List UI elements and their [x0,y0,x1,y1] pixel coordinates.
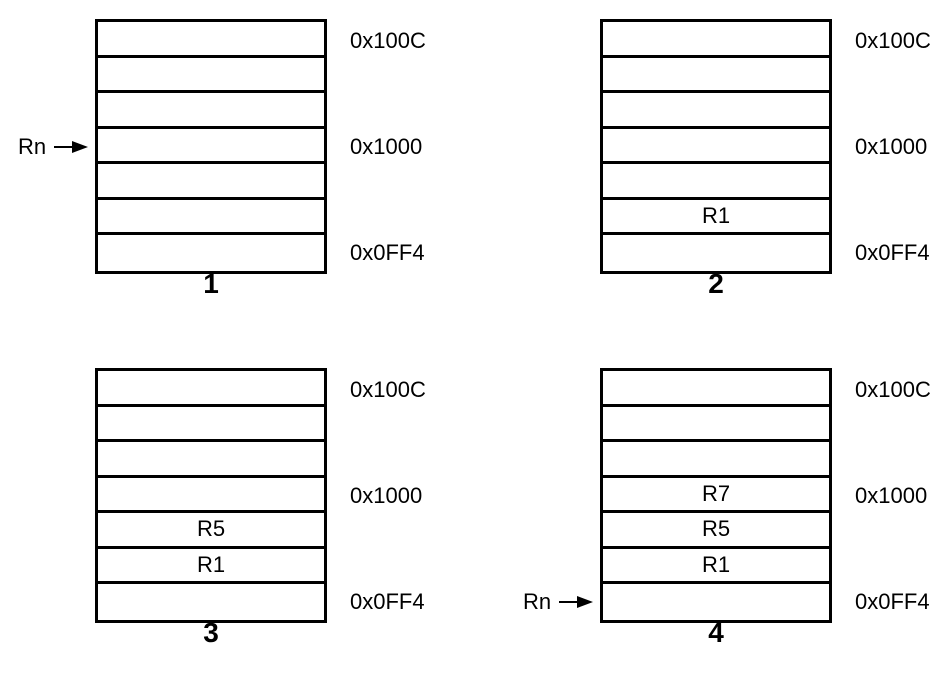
memory-stack: R7 R5 R1 [600,368,832,623]
memory-cell [98,22,324,58]
address-label-mid: 0x1000 [855,134,928,159]
memory-cell: R5 [98,513,324,549]
memory-cell [98,407,324,442]
memory-cell [98,442,324,478]
memory-cell: R1 [603,549,829,584]
memory-cell: R1 [603,200,829,235]
memory-cell [98,93,324,129]
address-label-bottom: 0x0FF4 [350,240,425,265]
address-label-mid: 0x1000 [350,483,423,508]
memory-cell [603,235,829,271]
memory-cell [603,164,829,200]
address-label-top: 0x100C [855,28,931,53]
memory-cell [603,129,829,164]
memory-cell [603,93,829,129]
address-label-top: 0x100C [350,28,426,53]
address-label-bottom: 0x0FF4 [855,240,930,265]
address-label-bottom: 0x0FF4 [350,589,425,614]
pointer-label: Rn [523,589,552,614]
rn-pointer: Rn [18,134,89,159]
arrow-right-icon [54,141,89,153]
pointer-label: Rn [18,134,47,159]
memory-cell [98,235,324,271]
memory-cell [603,58,829,93]
memory-cell [98,129,324,164]
memory-cell: R7 [603,478,829,513]
step-caption: 2 [708,268,724,299]
memory-cell [98,164,324,200]
memory-stack: R1 [600,19,832,274]
memory-stack: R5 R1 [95,368,327,623]
memory-cell [98,371,324,407]
memory-stack [95,19,327,274]
memory-cell [603,371,829,407]
step-caption: 3 [203,617,219,648]
memory-cell: R1 [98,549,324,584]
memory-cell [98,478,324,513]
memory-cell [98,58,324,93]
rn-pointer: Rn [523,589,594,614]
memory-cell [603,407,829,442]
stack-diagram-3: R5 R1 0x100C 0x1000 0x0FF4 3 [0,349,470,669]
step-caption: 1 [203,268,219,299]
step-caption: 4 [708,617,724,648]
stack-diagram-4: R7 R5 R1 0x100C 0x1000 0x0FF4 Rn 4 [505,349,949,669]
memory-cell: R5 [603,513,829,549]
address-label-mid: 0x1000 [855,483,928,508]
memory-cell [603,584,829,620]
address-label-bottom: 0x0FF4 [855,589,930,614]
memory-cell [98,584,324,620]
address-label-top: 0x100C [350,377,426,402]
memory-cell [603,22,829,58]
address-label-top: 0x100C [855,377,931,402]
memory-cell [603,442,829,478]
stack-diagram-1: 0x100C 0x1000 0x0FF4 Rn 1 [0,0,470,320]
arrow-right-icon [559,596,594,608]
stack-diagram-2: R1 0x100C 0x1000 0x0FF4 2 [505,0,949,320]
address-label-mid: 0x1000 [350,134,423,159]
memory-cell [98,200,324,235]
